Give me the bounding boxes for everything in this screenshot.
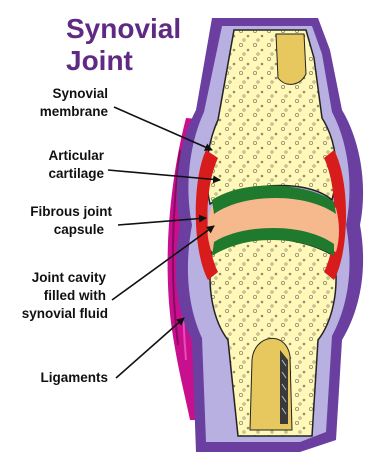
svg-text:filled with: filled with <box>44 288 106 303</box>
svg-text:Articular: Articular <box>48 148 104 163</box>
svg-text:Joint cavity: Joint cavity <box>32 270 107 285</box>
label-synovial-membrane: Synovial membrane <box>40 86 109 119</box>
title-line-2: Joint <box>66 45 133 76</box>
svg-text:capsule: capsule <box>54 222 105 237</box>
title-line-1: Synovial <box>66 13 181 44</box>
svg-text:Synovial: Synovial <box>52 86 108 101</box>
label-articular-cartilage: Articular cartilage <box>48 148 104 181</box>
svg-text:membrane: membrane <box>40 104 109 119</box>
svg-text:cartilage: cartilage <box>48 166 104 181</box>
label-fibrous-joint-capsule: Fibrous joint capsule <box>30 204 112 237</box>
label-joint-cavity: Joint cavity filled with synovial fluid <box>22 270 108 321</box>
svg-text:Ligaments: Ligaments <box>40 370 108 385</box>
svg-text:Fibrous joint: Fibrous joint <box>30 204 112 219</box>
label-ligaments: Ligaments <box>40 370 108 385</box>
upper-marrow-cavity <box>276 34 306 84</box>
svg-text:synovial fluid: synovial fluid <box>22 306 108 321</box>
